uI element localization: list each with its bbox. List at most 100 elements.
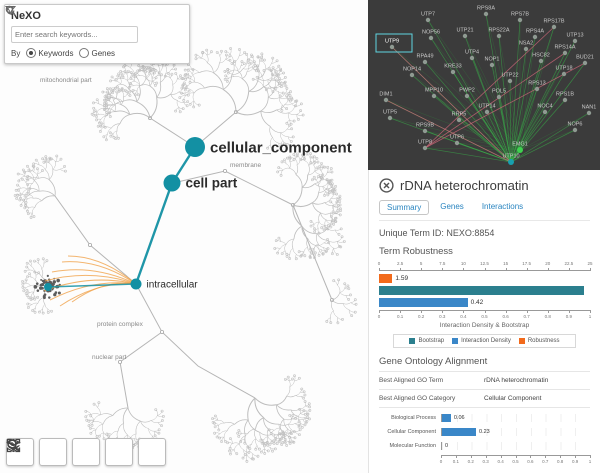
section-term-robustness: Term Robustness <box>379 246 453 257</box>
gene-node-label: UTP18 <box>555 66 572 72</box>
gene-node-KRE33[interactable] <box>450 69 456 75</box>
detail-tabs: Summary Genes Interactions <box>379 200 590 221</box>
gene-node-HSC82[interactable] <box>538 58 544 64</box>
gene-node-UTP14[interactable] <box>484 109 490 115</box>
gene-node-label: EMG1 <box>512 142 528 148</box>
gene-node-UTP22[interactable] <box>507 78 513 84</box>
gene-node-UTP9[interactable] <box>389 44 395 50</box>
gene-node-RPS4A[interactable] <box>532 34 538 40</box>
gene-node-UTP6[interactable] <box>454 140 460 146</box>
gene-node-RPS22A[interactable] <box>496 33 502 39</box>
gene-node-NOP14[interactable] <box>409 72 415 78</box>
tab-genes[interactable]: Genes <box>440 202 464 211</box>
gene-node-RPS13[interactable] <box>534 86 540 92</box>
gene-node-label: UTP4 <box>465 50 479 56</box>
gene-node-MPP10[interactable] <box>431 93 437 99</box>
fit-to-screen-button[interactable] <box>6 438 100 466</box>
gene-node-NOP56[interactable] <box>428 35 434 41</box>
gene-node-UTP21[interactable] <box>462 33 468 39</box>
gene-node-RPS7B[interactable] <box>517 17 523 23</box>
gene-node-label: NOP56 <box>422 30 440 36</box>
search-icon[interactable] <box>5 5 153 41</box>
gene-node-PWP2[interactable] <box>464 93 470 99</box>
tree-node-label: cell part <box>186 176 238 191</box>
gene-node-NOC4[interactable] <box>542 109 548 115</box>
gene-node-label: KRE33 <box>444 64 461 70</box>
gene-node-POL5[interactable] <box>496 94 502 100</box>
gene-node-label: RPS4A <box>526 29 544 35</box>
branch-label: mitochondrial part <box>40 77 92 84</box>
gene-node-RRP5[interactable] <box>456 117 462 123</box>
gene-node-NAN1[interactable] <box>586 110 592 116</box>
gene-node-NOP1[interactable] <box>489 62 495 68</box>
bar-interaction-density: 0.42 <box>379 298 590 307</box>
gene-node-label: POL5 <box>492 89 506 95</box>
gene-node-UTP18[interactable] <box>561 71 567 77</box>
radio-keywords-control[interactable] <box>26 48 37 58</box>
gene-node-NOP6[interactable] <box>572 127 578 133</box>
legend-swatch-robustness <box>518 338 525 344</box>
gene-node-EMG1[interactable] <box>517 147 523 153</box>
detail-header: rDNA heterochromatin <box>379 178 590 193</box>
gene-node-DIM1[interactable] <box>383 97 389 103</box>
gene-node-label: UTP21 <box>456 28 473 34</box>
legend-swatch-bootstrap <box>409 338 416 344</box>
gene-node-label: RPA49 <box>416 54 433 60</box>
radio-keywords[interactable]: Keywords <box>26 48 73 58</box>
gene-node-label: DIM1 <box>379 92 392 98</box>
tree-node-cellular-component[interactable] <box>185 137 205 157</box>
reset-icon[interactable] <box>6 5 168 41</box>
tree-node-intracellular[interactable] <box>130 278 142 290</box>
gene-node-label: BUD21 <box>576 55 594 61</box>
gene-node-label: RPS8A <box>477 6 495 12</box>
gene-node-UTP4[interactable] <box>469 55 475 61</box>
gene-node-label: UTP14 <box>478 104 495 110</box>
gene-node-BUD21[interactable] <box>582 60 588 66</box>
gene-node-UTP10[interactable] <box>508 159 514 165</box>
gene-node-label: UTP13 <box>566 33 583 39</box>
search-input[interactable] <box>11 26 138 43</box>
gene-node-UTP8[interactable] <box>422 145 428 151</box>
gene-node-UTP7[interactable] <box>425 17 431 23</box>
layers-button[interactable] <box>6 438 166 466</box>
gene-node-RPA49[interactable] <box>422 59 428 65</box>
gene-node-label: UTP7 <box>421 12 435 18</box>
radio-genes-control[interactable] <box>79 48 90 58</box>
tab-interactions[interactable]: Interactions <box>481 202 524 211</box>
gene-node-label: NOP6 <box>568 122 583 128</box>
gene-node-RPS1B[interactable] <box>562 97 568 103</box>
zoom-out-button[interactable] <box>7 438 67 466</box>
expand-tree-button[interactable] <box>8 438 133 466</box>
tree-node-label: intracellular <box>147 280 199 291</box>
gene-node-RPS17B[interactable] <box>551 24 557 30</box>
gene-node-label: MPP10 <box>425 88 443 94</box>
section-go-alignment: Gene Ontology Alignment <box>379 356 488 367</box>
gene-node-label: RPS7B <box>511 12 529 18</box>
gene-node-label: NOP1 <box>485 57 500 63</box>
gene-node-label: RPS14A <box>554 45 575 51</box>
tree-toolbar <box>6 438 166 466</box>
tab-summary[interactable]: Summary <box>379 200 430 215</box>
radio-genes[interactable]: Genes <box>79 48 115 58</box>
gene-node-RPS14A[interactable] <box>562 50 568 56</box>
unique-term-id: Unique Term ID: NEXO:8854 <box>379 228 495 238</box>
gene-node-UTP13[interactable] <box>572 38 578 44</box>
gene-node-NSA2[interactable] <box>523 46 529 52</box>
filter-icon[interactable] <box>5 6 183 41</box>
gene-node-RPS9B[interactable] <box>422 128 428 134</box>
tree-node-cell-part[interactable] <box>163 174 181 192</box>
gene-node-label: PWP2 <box>459 88 475 94</box>
gene-node-UTP5[interactable] <box>387 115 393 121</box>
gene-node-RPS8A[interactable] <box>483 11 489 17</box>
close-icon[interactable] <box>379 178 394 193</box>
